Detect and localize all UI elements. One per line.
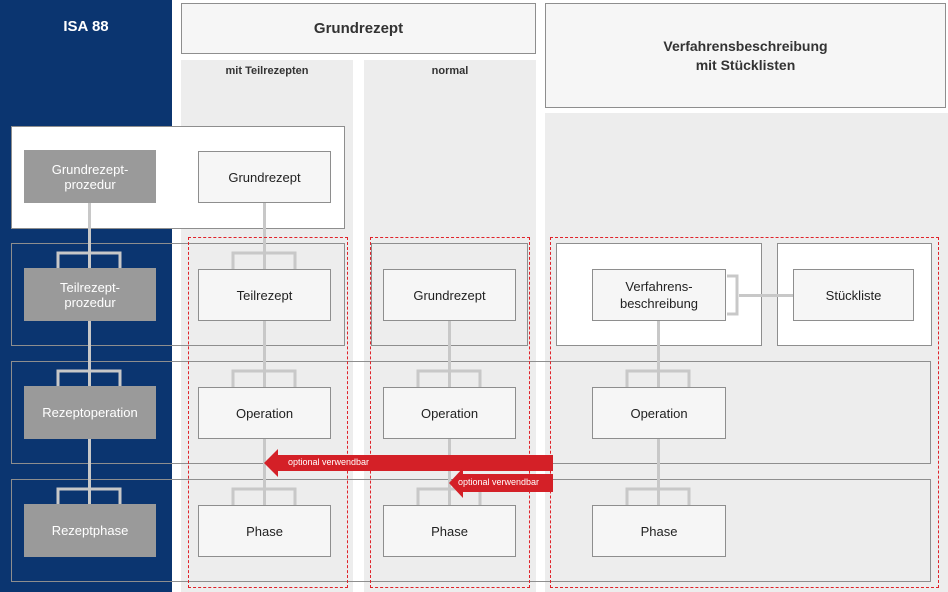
- conn-teil-vertical: [263, 202, 266, 522]
- optional-arrow-2-label: optional verwendbar: [458, 477, 540, 487]
- level-teilrezept-prozedur: Teilrezept- prozedur: [24, 268, 156, 321]
- verfahren-beschreibung-box: Verfahrens- beschreibung: [592, 269, 726, 321]
- verfahren-operation-box: Operation: [592, 387, 726, 439]
- optional-arrow-1: [264, 449, 553, 477]
- dashed-frame-normal: [370, 237, 530, 588]
- optional-arrow-1-label: optional verwendbar: [288, 457, 370, 467]
- optional-arrow-2: [449, 468, 553, 498]
- teil-teilrezept-box: Teilrezept: [198, 269, 331, 321]
- teil-grundrezept-box: Grundrezept: [198, 151, 331, 203]
- normal-operation-box: Operation: [383, 387, 516, 439]
- conn-isa-vertical: [88, 202, 91, 522]
- level-rezeptphase: Rezeptphase: [24, 504, 156, 557]
- teil-operation-box: Operation: [198, 387, 331, 439]
- dashed-frame-teil: [188, 237, 348, 588]
- normal-subheader: normal: [431, 65, 469, 77]
- level-rezeptoperation: Rezeptoperation: [24, 386, 156, 439]
- teil-subheader: mit Teilrezepten: [225, 65, 309, 77]
- isa88-title: ISA 88: [63, 17, 109, 35]
- dashed-frame-verfahren: [550, 237, 939, 588]
- conn-verfahren-stueckliste: [739, 294, 795, 297]
- verfahren-stueckliste-box: Stückliste: [793, 269, 914, 321]
- level-grundrezept-prozedur: Grundrezept- prozedur: [24, 150, 156, 203]
- row-frame-teilrezept-left: [11, 243, 345, 346]
- normal-phase-box: Phase: [383, 505, 516, 557]
- grundrezept-header: Grundrezept: [181, 3, 536, 54]
- verfahren-header: Verfahrensbeschreibung mit Stücklisten: [545, 3, 946, 108]
- teil-phase-box: Phase: [198, 505, 331, 557]
- normal-grundrezept-box: Grundrezept: [383, 269, 516, 321]
- verfahren-phase-box: Phase: [592, 505, 726, 557]
